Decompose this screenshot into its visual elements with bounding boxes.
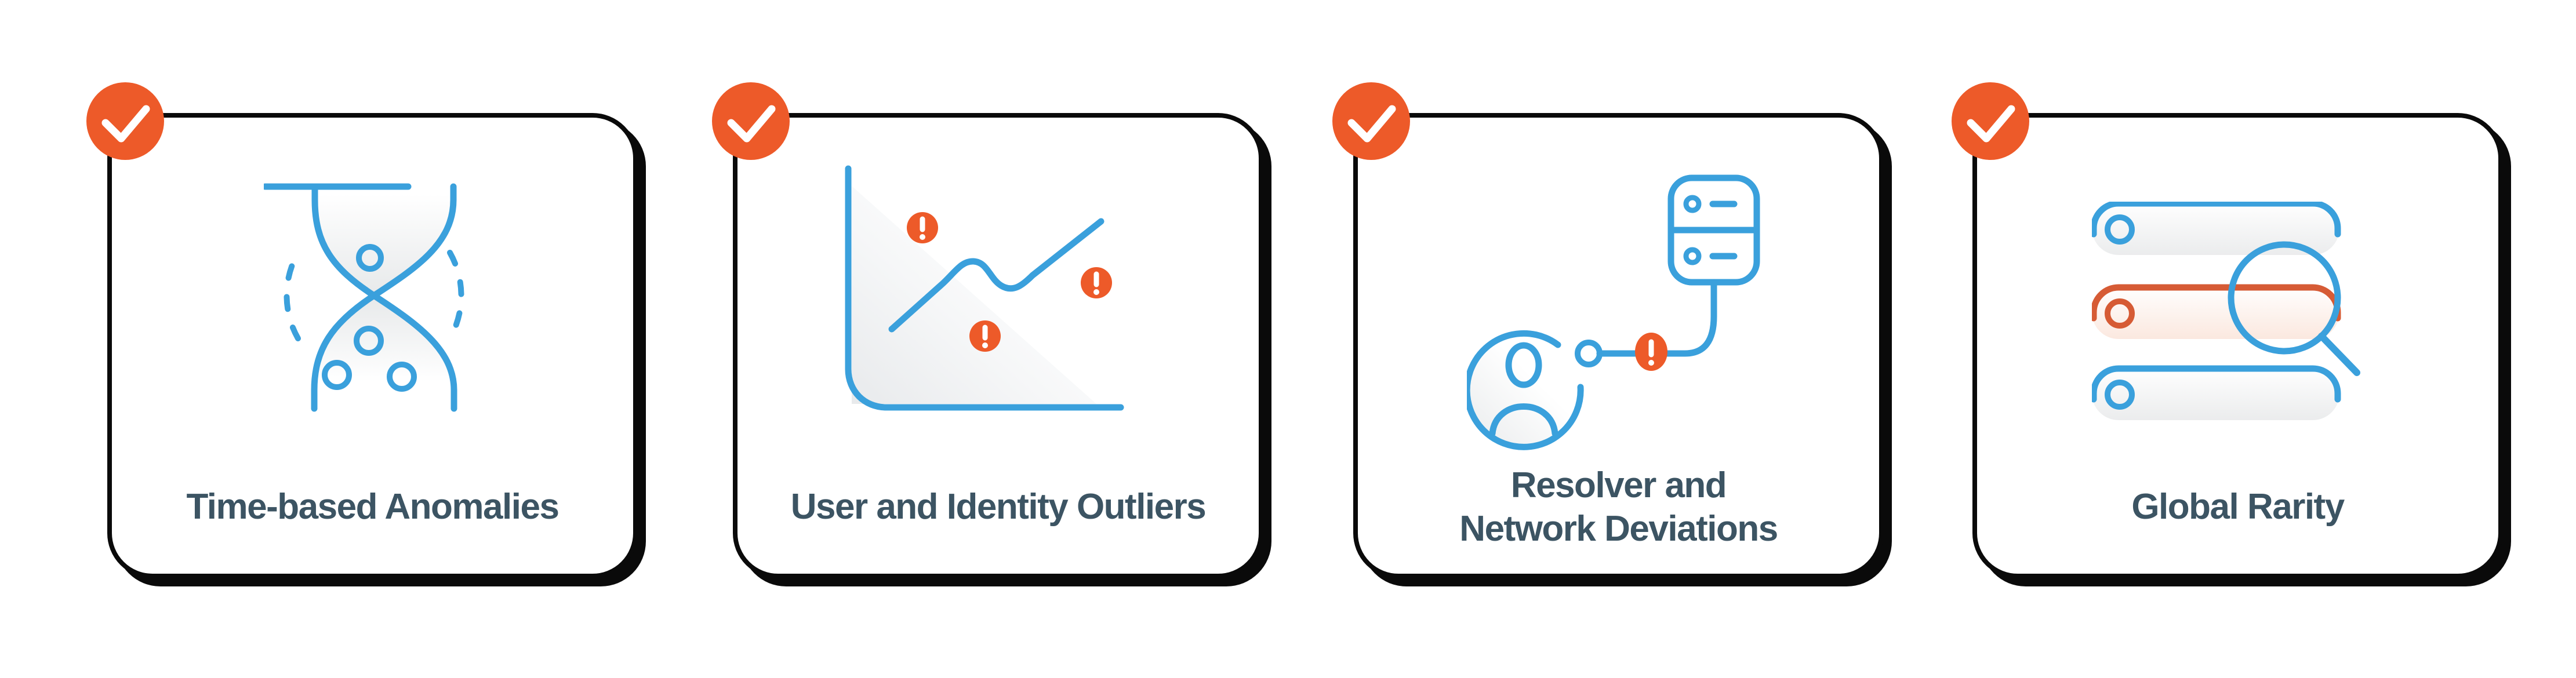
card-label: Global Rarity [1977,485,2498,528]
check-badge-icon [86,82,164,160]
card-global-rarity: Global Rarity [1952,82,2503,578]
card-time-based-anomalies: Time-based Anomalies [86,82,638,578]
list-row-highlighted [2092,284,2341,339]
magnifier-icon [2228,241,2360,376]
alert-dot-icon [969,320,1001,352]
user-server-alert-icon [1467,174,1760,450]
card-user-and-identity-outliers: User and Identity Outliers [712,82,1263,578]
user-circle-icon [1467,330,1584,450]
line-chart-alerts-icon [845,165,1124,411]
connector-line [1596,279,1717,357]
node-circle-icon [1575,340,1603,367]
check-badge-icon [1332,82,1410,160]
card-label-line: Resolver and [1510,465,1727,505]
card-label-line: Time-based Anomalies [186,487,559,527]
card-label-line: Network Deviations [1459,509,1778,549]
card-label: User and Identity Outliers [737,485,1259,528]
list-row [2092,365,2341,420]
check-badge-icon [712,82,790,160]
card-label-line: Global Rarity [2131,487,2345,527]
list-magnifier-icon [2092,202,2360,420]
card-resolver-and-network-deviations: Resolver and Network Deviations [1332,82,1884,578]
server-icon [1667,174,1760,286]
check-badge-icon [1952,82,2029,160]
card-label-line: User and Identity Outliers [790,487,1207,527]
card-label: Resolver and Network Deviations [1358,464,1879,551]
card-label: Time-based Anomalies [112,485,633,528]
hourglass-dna-icon [264,183,464,412]
alert-dot-icon [1635,333,1667,371]
alert-dot-icon [907,212,938,243]
alert-dot-icon [1081,267,1112,298]
list-row [2092,202,2341,255]
